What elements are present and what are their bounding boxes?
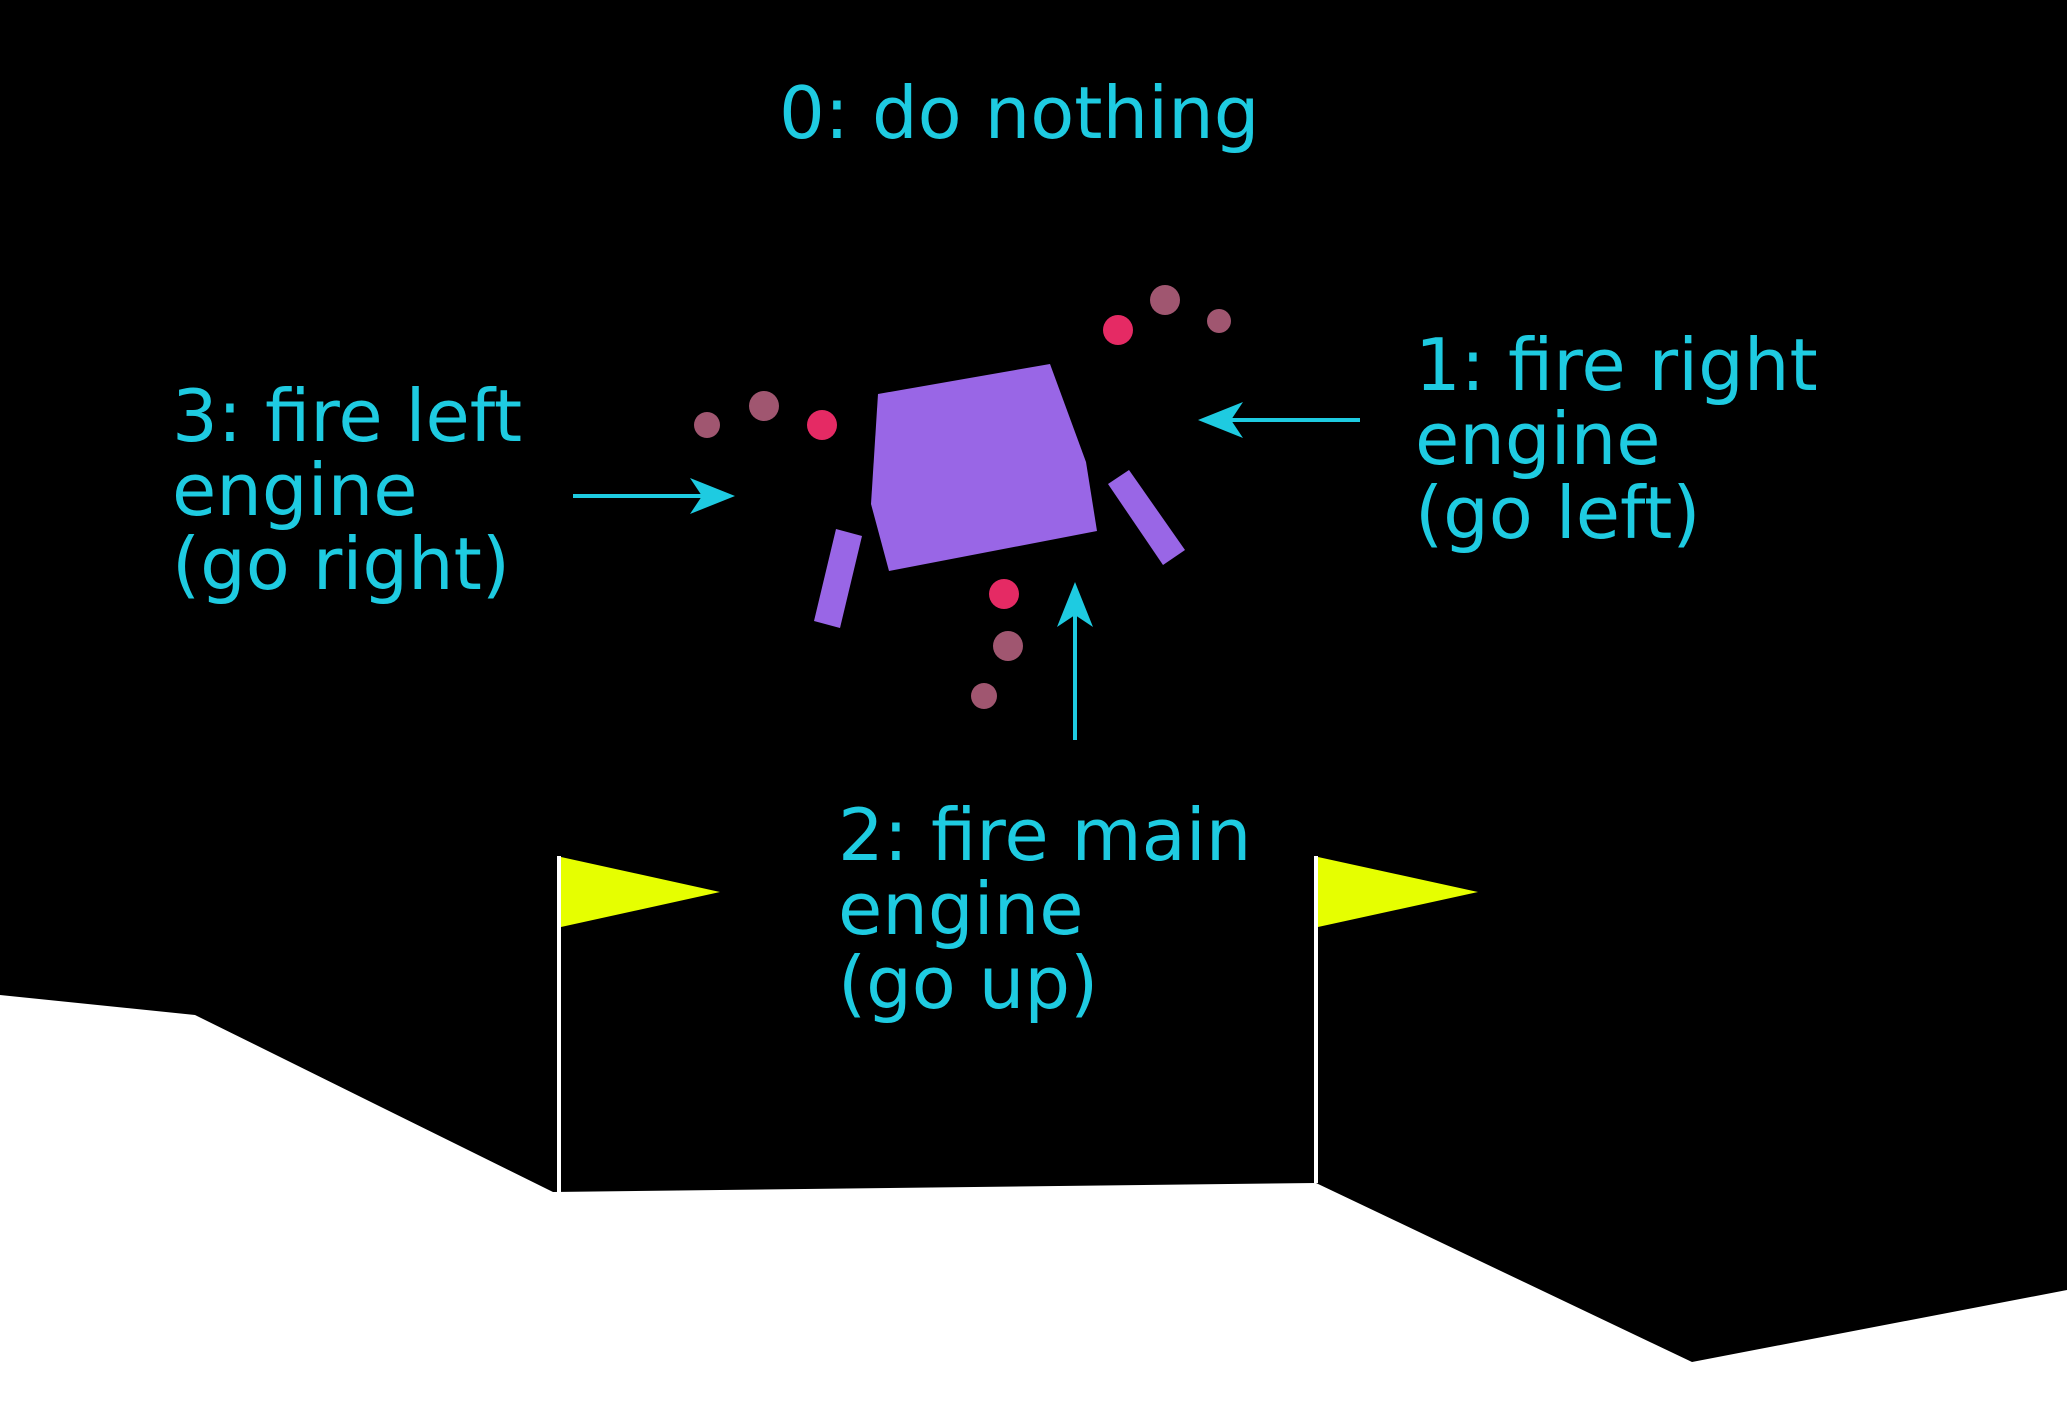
left-flag-icon: [561, 857, 720, 927]
exhaust-particle: [1103, 315, 1133, 345]
exhaust-particle: [971, 683, 997, 709]
lunar-lander: [814, 364, 1185, 628]
lander-left-leg: [814, 529, 862, 628]
right-flag-icon: [1318, 857, 1478, 927]
label-line: 0: do nothing: [779, 71, 1260, 155]
label-line: (go right): [172, 522, 510, 606]
label-line: engine: [1415, 397, 1661, 481]
exhaust-particle: [749, 391, 779, 421]
label-line: engine: [838, 867, 1084, 951]
exhaust-particle: [1150, 285, 1180, 315]
left-engine-exhaust: [694, 391, 837, 440]
label-line: 3: fire left: [172, 374, 523, 458]
right-landing-flag: [1314, 856, 1478, 1183]
exhaust-particle: [993, 631, 1023, 661]
action-label-fire-left-engine: 3: fire left engine (go right): [172, 379, 522, 601]
arrow-up-icon: [1057, 582, 1093, 627]
arrow-right-icon: [690, 478, 735, 514]
label-line: (go up): [838, 941, 1099, 1025]
left-landing-flag: [557, 856, 720, 1192]
arrow-left-icon: [1198, 402, 1243, 438]
action-label-do-nothing: 0: do nothing: [779, 76, 1259, 150]
label-line: 2: fire main: [838, 793, 1252, 877]
arrow-main-engine: [1057, 582, 1093, 740]
action-label-fire-main-engine: 2: fire main engine (go up): [838, 798, 1251, 1020]
exhaust-particle: [694, 412, 720, 438]
lander-body: [871, 364, 1097, 571]
label-line: (go left): [1415, 471, 1701, 555]
right-engine-exhaust: [1103, 285, 1231, 345]
lander-right-leg: [1108, 470, 1185, 565]
exhaust-particle: [807, 410, 837, 440]
exhaust-particle: [1207, 309, 1231, 333]
main-engine-exhaust: [971, 579, 1023, 709]
label-line: 1: fire right: [1415, 323, 1818, 407]
label-line: engine: [172, 448, 418, 532]
arrow-left-engine: [573, 478, 735, 514]
moon-terrain: [0, 995, 2067, 1405]
exhaust-particle: [989, 579, 1019, 609]
action-label-fire-right-engine: 1: fire right engine (go left): [1415, 328, 1818, 550]
arrow-right-engine: [1198, 402, 1360, 438]
